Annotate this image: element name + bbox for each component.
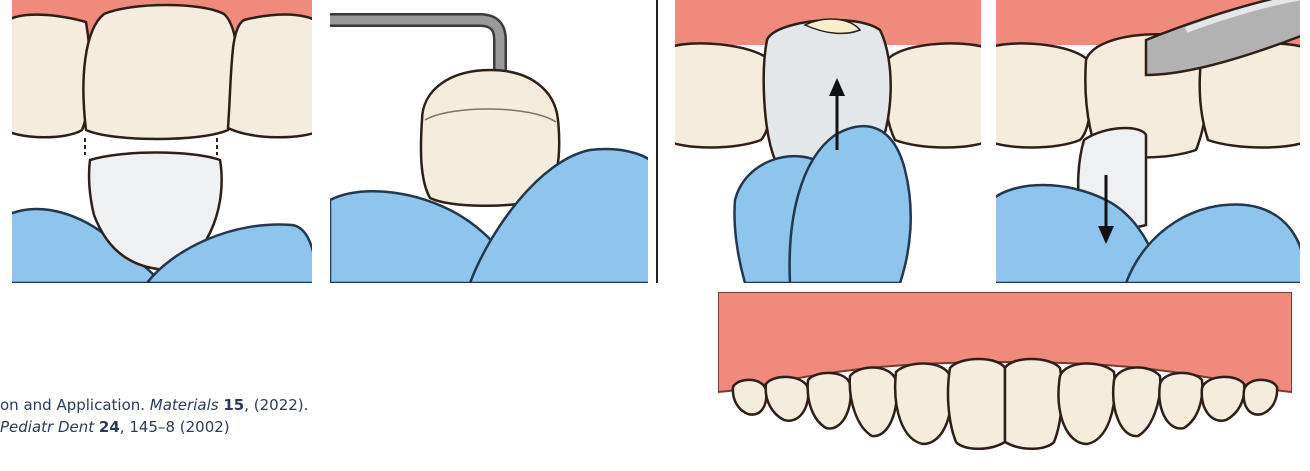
step-panel-seat-crown	[675, 0, 981, 283]
tooth-icon	[808, 373, 851, 429]
step-panel-fill-crown	[330, 0, 648, 283]
volume-number: 15	[223, 396, 244, 414]
citation-text: , 145–8 (2002)	[120, 418, 230, 436]
tooth-icon	[1005, 359, 1062, 449]
tooth-icon	[1244, 380, 1277, 415]
tooth-icon	[1202, 377, 1245, 421]
size-crown-illustration	[12, 0, 312, 283]
tooth-icon	[1113, 367, 1160, 436]
citation-line-2: Pediatr Dent 24, 145–8 (2002)	[0, 418, 230, 436]
glove-icon	[1126, 204, 1300, 283]
final-arch-illustration	[718, 292, 1292, 464]
section-divider	[656, 0, 658, 283]
step-panel-final-arch	[718, 292, 1292, 464]
tooth-icon	[895, 363, 951, 444]
tooth-icon	[733, 380, 766, 415]
journal-name: Materials	[150, 396, 219, 414]
tooth-icon	[766, 377, 809, 421]
seat-crown-illustration	[675, 0, 981, 283]
step-panel-size-crown	[12, 0, 312, 283]
tooth-icon	[996, 43, 1091, 147]
tooth-icon	[12, 15, 90, 138]
tooth-icon	[1058, 363, 1114, 444]
tooth-icon	[675, 43, 772, 147]
fill-crown-illustration	[330, 0, 648, 283]
tooth-icon	[228, 15, 312, 138]
citation-text: , (2022).	[244, 396, 308, 414]
tooth-icon	[1159, 373, 1202, 429]
tooth-icon	[885, 43, 981, 147]
trim-crown-illustration	[996, 0, 1300, 283]
tooth-icon	[948, 359, 1005, 449]
citation-line-1: on and Application. Materials 15, (2022)…	[0, 396, 308, 414]
tooth-icon	[83, 5, 237, 139]
volume-number: 24	[99, 418, 120, 436]
tooth-icon	[850, 367, 897, 436]
step-panel-trim-crown	[996, 0, 1300, 283]
citation-text: on and Application.	[0, 396, 150, 414]
journal-name: Pediatr Dent	[0, 418, 94, 436]
